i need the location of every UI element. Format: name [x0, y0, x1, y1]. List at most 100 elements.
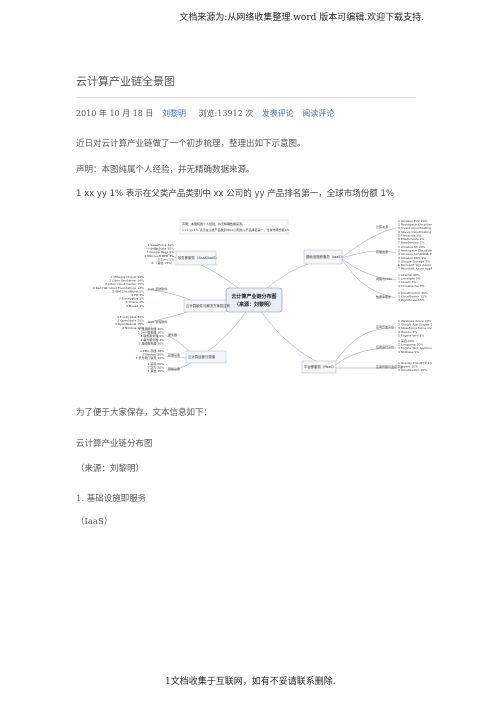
sub-cdn: 网络与CDN [376, 276, 392, 281]
note-line-1: 声明：本图纯属个人经验，并无精确数据来源。 [182, 221, 245, 226]
mindmap-leaf: 2 NetSuite 10% [151, 247, 175, 251]
industry-mindmap: 声明：本图纯属个人经验，并无精确数据来源。 1 xx yy 1% 表示在父类产品… [76, 218, 432, 378]
sub-ops-b: 存储设备 [168, 352, 180, 357]
sub-paas-run: 应用运行平台 [376, 344, 394, 349]
post-comment-link[interactable]: 发表评论 [261, 109, 294, 118]
article-meta: 2010 年 10 月 18 日 刘黎明 浏览:13912 次 发表评论 阅读评… [76, 108, 334, 119]
mindmap-leaf: 1 Gravity CloudFTP 1% [398, 361, 432, 365]
hub-paas: 平台即服务（PaaS） [301, 360, 337, 374]
hub-iaas-label: 基础设施即服务（IaaS） [306, 254, 344, 259]
mindmap-leaf: 3 Level3 5% [398, 280, 417, 284]
mindmap-leaf: 1 Windows Azure 20% [398, 319, 432, 323]
hub-ops: 云计算运营与渠道 [185, 350, 227, 364]
article-title: 云计算产业链全景图 [76, 75, 175, 88]
mindmap-leaf: 2 Limelight 9% [398, 277, 421, 281]
sub-ops-a: 服务器 [168, 332, 177, 337]
mindmap-leaf: 5 Flexiscale 2% [398, 233, 421, 237]
mindmap-leaf: 3 CloudSwitch 15% [398, 368, 427, 372]
mindmap-leaf: 1 Eucalyptus 30% [117, 315, 144, 319]
sub-storage: 存储资源 [376, 249, 388, 254]
mindmap-leaf: 4 Heroku 4% [398, 330, 417, 334]
sub-data: 数据库服务 [376, 294, 391, 299]
hub-mgmt-label: 云计算软件与解决方案供应商 [186, 303, 231, 308]
text-source: （来源：刘黎明） [76, 464, 145, 474]
section-1-sub: （IaaS） [76, 517, 113, 527]
center-title: 云计算产业链分布图 [231, 293, 276, 300]
mindmap-leaf: 4 ChinaCache 3% [398, 284, 425, 288]
mindmap-leaf: 3 OpenNebula 15% [115, 322, 144, 326]
hub-ops-label: 云计算运营与渠道 [188, 354, 216, 359]
sub-mgmt-b: IaaS 管理软件 [148, 319, 167, 324]
post-date: 2010 年 10 月 18 日 [76, 109, 154, 118]
sub-paas-ops: 应用管理与监控平台 [376, 364, 403, 369]
read-comments-link[interactable]: 阅读评论 [302, 109, 335, 118]
mindmap-leaf: 9 Novell 1% [126, 304, 144, 308]
mindmap-leaf: 4 Amazon RDS 4% [398, 256, 426, 260]
mindmap-leaf: 3 Engine Yard AppCloud 30% [398, 346, 432, 350]
mindmap-leaf: 1 Akamai 49% [398, 273, 420, 277]
example-paragraph: 1 xx yy 1% 表示在父类产品类别中 xx 公司的 yy 产品排名第一，全… [76, 189, 394, 199]
mindmap-leaf: 3 华为赛门铁克 10% [136, 355, 165, 360]
mindmap-leaf: 2 CloudSwitch 15% [398, 295, 427, 299]
footer-note: 1文档收集于互联网，如有不妥请联系删除. [165, 677, 336, 687]
mindmap-branches [145, 227, 397, 371]
mindmap-leaf: 6 Microsoft SQL Azure 2% [398, 263, 432, 267]
mindmap-leaf: 4 Nimbus 10% [122, 326, 144, 330]
mindmap-leaf: 2 NetApp 20% [142, 353, 164, 357]
mindmap-leaf: 4 曙光服务器 3% [140, 337, 164, 342]
author-link[interactable]: 刘黎明 [161, 109, 186, 118]
header-note: 文档来源为:从网络收集整理.word 版本可编辑.欢迎下载支持. [179, 13, 424, 23]
mindmap-leaf: 2 OpenStack 20% [117, 319, 144, 323]
mindmap-leaf: 3 SalesForce Force.com 20% [398, 326, 432, 330]
mindmap-leaf: 1 CloudControl 30% [398, 291, 428, 295]
note-box [179, 219, 289, 235]
mindmap-leaf: 3 Citrix Cloud Center 15% [105, 282, 144, 286]
mindmap-leaf: 6 Elastichosts 1% [398, 237, 425, 241]
mindmap-leaf: 7 Microsoft Azure Appfabric 1% [398, 267, 432, 271]
mindmap-leaf: 2 Citrix XenServer 14% [109, 279, 144, 283]
mindmap-leaf: 2 Google App Engine 20% [398, 323, 432, 327]
text-title: 云计算产业链分布图 [76, 439, 153, 449]
mindmap-leaf: 2 Rackspace CloudFiles 9% [398, 249, 432, 253]
disclaimer-paragraph: 声明：本图纯属个人经验，并无精确数据来源。 [76, 165, 255, 175]
intro-paragraph: 近日对云计算产业链做了一个初步梳理，整理出如下示意图。 [76, 139, 306, 149]
mindmap-leaf: 7 Eucalyptus 3% [119, 297, 144, 301]
mindmap-leaf: 1 Amazon S3 29% [398, 245, 426, 249]
mindmap-leaf: 1 思科 60% [148, 361, 165, 366]
mindmap-leaf: 1 来自 20% [398, 338, 415, 343]
mindmap-leaf: 3 Google Apps 9% [146, 250, 174, 254]
center-node [225, 287, 283, 313]
mindmap-leaf: 7 NewServers 1% [398, 241, 425, 245]
mindmap-leaf: 6 HP 3% [131, 293, 144, 297]
section-1-heading: 1. 基础设施即服务 [76, 494, 147, 504]
view-count: 浏览:13912 次 [198, 109, 254, 118]
mindmap-leaf: 5 Engine Yard 3% [398, 333, 424, 337]
mindmap-leaf: 3 联想服务器 5% [140, 333, 164, 338]
hub-paas-label: 平台即服务（PaaS） [304, 364, 336, 369]
mindmap-leaf: 2 华为 20% [148, 365, 165, 370]
mindmap-leaf: 5 Google Storage 3% [398, 259, 430, 263]
mindmap-leaf: 1 浪潮服务器 40% [139, 326, 165, 331]
mindmap-leaf: 1 VMware vCloud 50% [110, 275, 144, 279]
mindmap-leaf: 2 Longjump 20% [398, 343, 423, 347]
mindmap-leaf: 4 Savvis Cloudhosting 3% [398, 230, 432, 234]
hub-iaas: 基础设施即服务（IaaS） [303, 249, 344, 265]
mindmap-leaf: 3 RightScale 15% [398, 298, 425, 302]
mindmap-leaf: 1 EMC 存储 30% [140, 348, 164, 353]
mindmap-leaf: 1 SalesForce 30% [147, 243, 174, 247]
hub-mgmt: 云计算软件与解决方案供应商 [183, 299, 231, 313]
mindmap-leaves: 1 Amazon EC2 20%2 Rackspace CloudServers… [93, 219, 432, 373]
mindmap-leaf: 3 Joyent Cloudhosting 3% [398, 226, 432, 230]
sub-paas-dev: 应用开发平台 [376, 324, 394, 329]
hub-saas: 软件即服务（SaaS/IaaS） [175, 250, 219, 266]
mindmap-leaf: 3 其他 20% [148, 368, 165, 373]
mindmap-leaf: 5 其他服务器 20% [139, 340, 165, 345]
mindmap-leaf: 2 Rackspace CloudServers 9% [398, 223, 432, 227]
mindmap-leaf: 2 Joyent 10% [398, 365, 418, 369]
mindmap-leaf: 4 Red Hat Cloud Foundations 12% [93, 286, 144, 290]
mindmap-svg: 声明：本图纯属个人经验，并无精确数据来源。 1 xx yy 1% 表示在父类产品… [93, 219, 432, 374]
mindmap-leaf: 4 Microsoft BPM 3% [144, 254, 174, 258]
sub-mgmt-a: IaaS 基础软件 [148, 286, 167, 291]
mindmap-leaf: 1 Amazon EC2 20% [398, 219, 428, 223]
center-subtitle: （来源：刘黎明） [234, 301, 274, 308]
